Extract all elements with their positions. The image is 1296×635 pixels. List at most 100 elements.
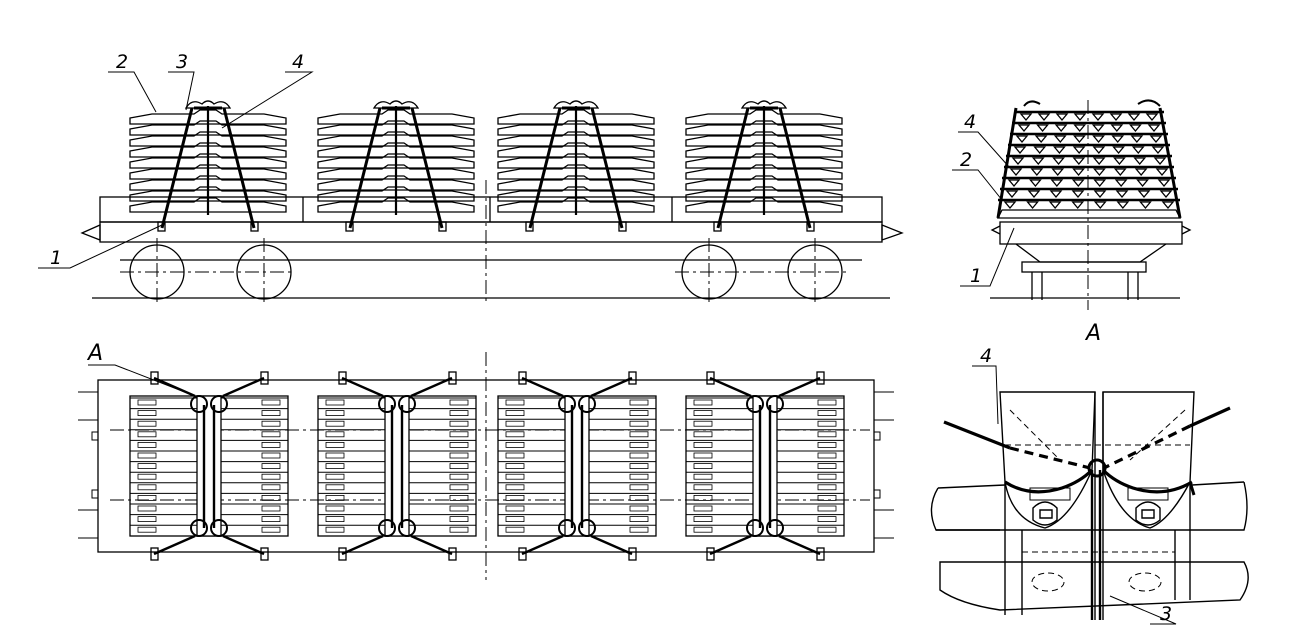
end-plate-profile — [1139, 201, 1152, 210]
stake-bracket — [806, 221, 815, 232]
callout-detail-3: 3 — [1160, 603, 1172, 625]
end-plate-profile — [1133, 157, 1147, 166]
plan-plate-rib — [629, 505, 649, 512]
plan-plate-rib — [505, 494, 525, 501]
plan-plate-rib — [817, 516, 837, 522]
plan-stake — [260, 371, 269, 385]
plan-plate-rib — [137, 516, 157, 522]
end-plate-profile — [1115, 190, 1129, 199]
tie-plate-stack — [317, 100, 475, 232]
plan-plate-rib — [817, 494, 837, 501]
plan-stake — [628, 547, 637, 561]
plan-plate-rib — [325, 505, 345, 512]
callout-end-1: 1 — [970, 265, 982, 287]
plan-plate-rib — [449, 516, 469, 522]
end-plate-profile — [1145, 113, 1159, 122]
tie-plate — [317, 164, 475, 180]
end-plate-profile — [1071, 190, 1085, 199]
end-plate-profile — [1071, 201, 1085, 210]
plan-clamp — [190, 519, 208, 537]
plan-plate-rib — [449, 494, 469, 501]
plan-stake — [628, 371, 637, 385]
tie-plate — [685, 109, 843, 125]
end-plate-profile — [1112, 146, 1125, 155]
tie-plate — [685, 197, 843, 213]
end-plate-profile — [1093, 201, 1107, 210]
end-plate-profile — [1049, 190, 1063, 199]
plan-plate-rib — [505, 441, 525, 448]
plan-plate-rib — [325, 463, 345, 470]
callout-end-2: 2 — [960, 149, 972, 171]
tie-plate — [129, 186, 287, 202]
plan-plate-rib — [325, 494, 345, 501]
plan-plate-rib — [449, 473, 469, 480]
end-plate-profile — [1111, 135, 1125, 144]
callout-side-1: 1 — [50, 247, 62, 269]
plan-plate-rib — [693, 431, 713, 438]
callout-leaders — [38, 71, 1177, 625]
plan-tie-wire — [521, 376, 564, 398]
plan-tie-wire — [410, 376, 453, 398]
plan-tie-wire — [590, 534, 633, 556]
end-view — [990, 99, 1192, 310]
plan-stake — [448, 371, 457, 385]
plan-plate-rib — [817, 505, 837, 512]
plan-plate-rib — [629, 452, 649, 459]
end-plate-profile — [1155, 168, 1169, 177]
end-plate-profile — [1072, 168, 1085, 177]
plan-plate-rib — [693, 494, 713, 501]
wagon-frame — [99, 221, 883, 243]
buffer-left — [80, 223, 101, 241]
end-plate-profile — [1034, 135, 1048, 144]
plan-plate-rib — [261, 526, 281, 533]
detail-wire-outer-left — [943, 420, 1011, 450]
end-plate-profile — [1110, 124, 1124, 133]
plan-plate-rib — [693, 399, 713, 406]
plan-plate-rib — [693, 484, 713, 491]
plan-plate-rib — [449, 431, 469, 438]
end-plate-profile — [1136, 179, 1149, 188]
plan-plate-rib — [325, 484, 345, 491]
end-plate-profile — [1147, 124, 1161, 133]
plan-clamp — [210, 395, 228, 413]
plan-clamp — [746, 519, 764, 537]
plan-plate-rib — [505, 399, 525, 406]
stake-bracket — [250, 221, 259, 232]
end-plate-profile — [1153, 157, 1167, 166]
end-plate-profile — [1114, 179, 1128, 188]
plan-plate-rib — [261, 431, 281, 438]
tie-wire — [410, 107, 444, 229]
detail-title: A — [1084, 321, 1101, 346]
tie-plate-stack — [685, 100, 843, 232]
end-plate-profile — [1072, 157, 1086, 166]
plan-plate-rib — [817, 473, 837, 480]
plan-plate-rib — [817, 441, 837, 448]
end-plate-profile — [1051, 168, 1065, 177]
top-plate-pair — [552, 100, 600, 109]
tie-plate — [497, 142, 655, 158]
end-plate-profile — [1003, 201, 1017, 210]
plan-plate-rib — [325, 431, 345, 438]
end-axle — [1021, 261, 1147, 273]
tie-plate — [497, 197, 655, 213]
plan-plate-rib — [261, 441, 281, 448]
tie-plate — [497, 109, 655, 125]
callout-side-4: 4 — [292, 51, 304, 73]
plan-plate-rib — [261, 420, 281, 427]
tie-plate — [497, 120, 655, 136]
end-plate-profile — [1113, 168, 1127, 177]
plan-plate-rib — [449, 441, 469, 448]
plan-plate-rib — [693, 526, 713, 533]
end-plate-profile — [1048, 201, 1062, 210]
plan-plate-rib — [137, 420, 157, 427]
plan-plate-rib — [449, 526, 469, 533]
tie-plate — [317, 197, 475, 213]
plan-plate-rib — [261, 452, 281, 459]
detail-wire-left — [1004, 468, 1094, 494]
end-plate-profile — [1151, 146, 1165, 155]
plan-plate-rib — [693, 452, 713, 459]
tie-wire — [160, 107, 194, 229]
plan-tie-wire — [222, 376, 265, 398]
end-plate-profile — [1072, 146, 1086, 155]
end-plate-profile — [1093, 179, 1107, 188]
